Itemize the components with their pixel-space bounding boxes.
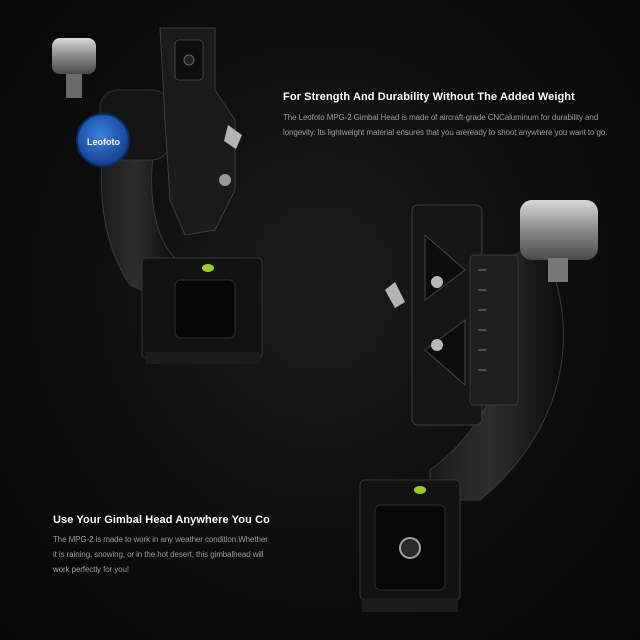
section-heading-strength: For Strength And Durability Without The … [283, 91, 575, 103]
section-body-weather: The MPG-2 is made to work in any weather… [53, 535, 268, 574]
tension-knob [520, 200, 598, 260]
gimbal-head-side-view: Leofoto [52, 27, 263, 364]
logo-text: Leofoto [87, 137, 120, 147]
leofoto-badge [76, 113, 130, 167]
section-body-strength: The Leofoto MPG-2 Gimbal Head is made of… [283, 113, 608, 137]
section-heading-weather: Use Your Gimbal Head Anywhere You Co [53, 514, 270, 526]
gimbal-head-front-view [359, 200, 598, 612]
bubble-level [202, 264, 214, 272]
bubble-level [414, 486, 426, 494]
tension-knob [52, 38, 96, 74]
